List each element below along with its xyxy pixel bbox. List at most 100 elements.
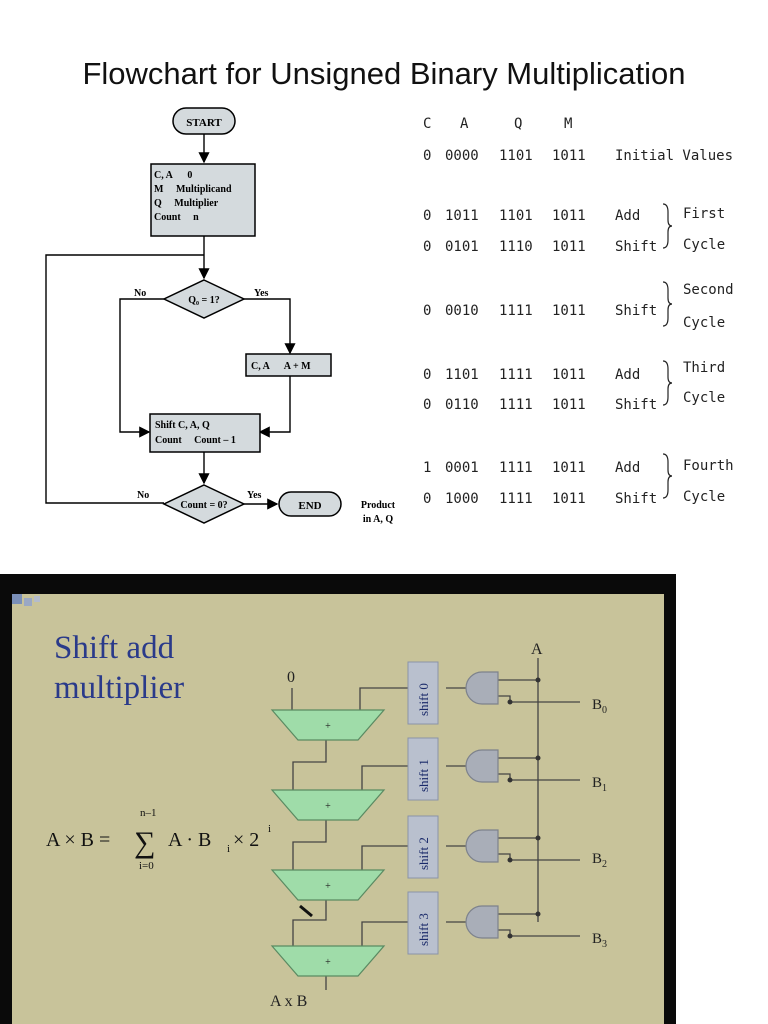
cell: 1110: [499, 239, 533, 255]
formula-upper: n–1: [140, 807, 157, 819]
shift-label: shift 1: [416, 759, 431, 792]
and-gate-3: [465, 905, 499, 939]
a-input-label: A: [531, 641, 543, 658]
adder-2: [270, 869, 386, 901]
shift-label: shift 0: [416, 683, 431, 716]
cell: 1011: [552, 460, 586, 476]
cycle-brace: [662, 281, 673, 327]
cycle-brace: [662, 453, 673, 499]
and-gate-1: [465, 749, 499, 783]
cell: 0: [423, 208, 431, 224]
product-note: in A, Q: [363, 514, 394, 525]
product-note: Product: [361, 500, 396, 511]
cell: 1111: [499, 303, 533, 319]
cell: 1000: [445, 491, 479, 507]
truncation-mark: [299, 904, 313, 918]
cell: 0000: [445, 148, 479, 164]
no-label: No: [134, 288, 146, 299]
cell: 1011: [552, 303, 586, 319]
formula-lhs: A × B =: [46, 829, 110, 851]
start-label: START: [186, 117, 222, 129]
yes-label: Yes: [254, 288, 269, 299]
cell: 0: [423, 491, 431, 507]
row-label: Initial Values: [615, 148, 733, 164]
cycle-label: Fourth: [683, 458, 734, 474]
decision-count-label: Count = 0?: [180, 500, 227, 511]
page-title: Flowchart for Unsigned Binary Multiplica…: [82, 56, 686, 91]
shift-box-line: Count Count – 1: [155, 435, 236, 446]
cycle-label: Cycle: [683, 237, 725, 253]
cell: 1111: [499, 491, 533, 507]
formula-sup: i: [268, 823, 271, 835]
adder-0: [270, 709, 386, 741]
output-label: A x B: [270, 993, 307, 1010]
cell: 0101: [445, 239, 479, 255]
cell: 1011: [552, 397, 586, 413]
init-line: Q Multiplier: [154, 198, 219, 209]
decision-count: [162, 484, 246, 524]
shift-box-line: Shift C, A, Q: [155, 420, 210, 431]
cycle-label: Cycle: [683, 390, 725, 406]
cell: 0: [423, 148, 431, 164]
trace-table: C A Q M 0 0000 1101 1011 Initial Values …: [423, 116, 734, 507]
cell: 1111: [499, 397, 533, 413]
adder-3: [270, 945, 386, 977]
shift-block-3: [407, 891, 439, 955]
cycle-label: Second: [683, 282, 734, 298]
op-label: Shift: [615, 397, 657, 413]
op-label: Add: [615, 208, 640, 224]
cycle-label: Cycle: [683, 489, 725, 505]
op-label: Shift: [615, 303, 657, 319]
shift-label: shift 2: [416, 837, 431, 870]
cycle-label: First: [683, 206, 725, 222]
col-header-q: Q: [514, 116, 522, 132]
formula-sum: ∑: [134, 826, 155, 859]
formula-tail: × 2: [233, 829, 259, 851]
op-label: Add: [615, 460, 640, 476]
add-box-label: C, A A + M: [251, 361, 311, 372]
adder-plus: +: [325, 801, 331, 812]
cell: 1011: [552, 148, 586, 164]
b-input-label: B0: [592, 697, 607, 716]
cell: 1101: [445, 367, 479, 383]
cell: 0: [423, 397, 431, 413]
cycle-label: Cycle: [683, 315, 725, 331]
cycle-brace: [662, 360, 673, 406]
adder-1: [270, 789, 386, 821]
slide: Shift add multiplier A × B = n–1 ∑ i=0 A…: [12, 594, 664, 1024]
flowchart: START C, A 0 M Multiplicand Q Multiplier…: [45, 107, 396, 525]
op-label: Shift: [615, 239, 657, 255]
end-label: END: [298, 500, 321, 512]
adder-plus: +: [325, 881, 331, 892]
cell: 1011: [552, 239, 586, 255]
formula-sub: i: [227, 843, 230, 855]
start-terminal: [172, 107, 236, 135]
col-header-a: A: [460, 116, 469, 132]
adder-plus: +: [325, 721, 331, 732]
init-box: [150, 163, 256, 237]
col-header-m: M: [564, 116, 572, 132]
cell: 1011: [552, 208, 586, 224]
and-gate-0: [465, 671, 499, 705]
shift-box: [149, 413, 261, 453]
cell: 0001: [445, 460, 479, 476]
zero-input: 0: [287, 669, 295, 686]
corner-decoration: [24, 598, 32, 606]
b-input-label: B1: [592, 775, 607, 794]
shift-block-0: [407, 661, 439, 725]
cell: 0: [423, 367, 431, 383]
no-label: No: [137, 490, 149, 501]
cell: 0: [423, 239, 431, 255]
shift-block-2: [407, 815, 439, 879]
b-input-label: B3: [592, 931, 607, 950]
col-header-c: C: [423, 116, 431, 132]
formula-lower: i=0: [139, 860, 154, 872]
cycle-brace: [662, 203, 673, 249]
init-line: M Multiplicand: [154, 184, 232, 195]
cycle-label: Third: [683, 360, 725, 376]
b-input-label: B2: [592, 851, 607, 870]
init-line: C, A 0: [154, 170, 192, 181]
cell: 1011: [552, 491, 586, 507]
corner-decoration: [12, 594, 22, 604]
yes-label: Yes: [247, 490, 262, 501]
